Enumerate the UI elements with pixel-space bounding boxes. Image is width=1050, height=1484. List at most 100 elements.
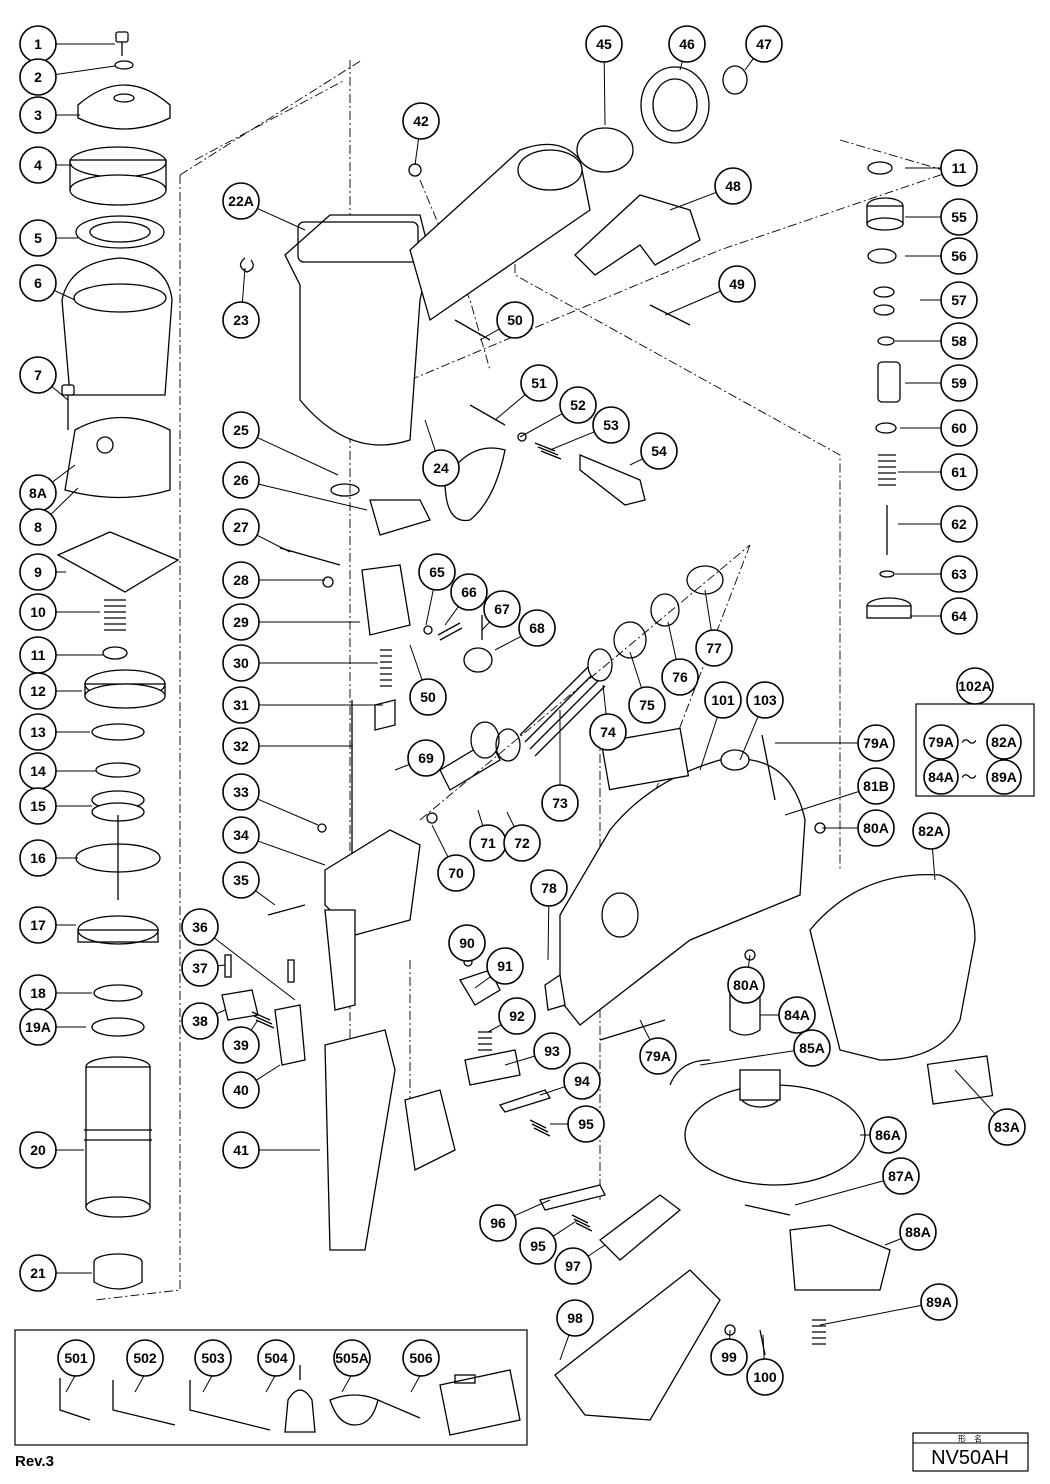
callout-8A: 8A xyxy=(19,474,57,512)
svg-text:95: 95 xyxy=(530,1238,546,1254)
callout-5: 5 xyxy=(19,219,57,257)
group-row-1-from: 79A xyxy=(923,724,959,760)
svg-text:45: 45 xyxy=(596,36,612,52)
svg-text:97: 97 xyxy=(565,1258,581,1274)
callout-73: 73 xyxy=(541,784,579,822)
leader-35 xyxy=(255,890,276,906)
leader-8A xyxy=(52,464,76,483)
svg-text:8: 8 xyxy=(34,519,42,535)
leader-kit-503 xyxy=(202,1373,214,1393)
leader-22A xyxy=(257,207,306,231)
leader-26 xyxy=(258,483,368,511)
svg-text:68: 68 xyxy=(529,620,545,636)
callout-35: 35 xyxy=(222,861,260,899)
callout-47: 47 xyxy=(745,25,783,63)
svg-text:53: 53 xyxy=(603,417,619,433)
kit-callout-501: 501 xyxy=(57,1339,95,1377)
label-102a: 102A xyxy=(956,667,994,705)
callout-38: 38 xyxy=(181,1002,219,1040)
kit-callout-506: 506 xyxy=(402,1339,440,1377)
leader-95 xyxy=(552,1219,579,1237)
leader-kit-501 xyxy=(65,1373,77,1393)
svg-text:40: 40 xyxy=(233,1082,249,1098)
leader-33 xyxy=(257,798,319,826)
model-name: NV50AH xyxy=(931,1447,1009,1469)
svg-text:4: 4 xyxy=(34,157,42,173)
svg-text:91: 91 xyxy=(497,958,513,974)
leader-100 xyxy=(762,1334,765,1360)
svg-text:103: 103 xyxy=(753,692,777,708)
svg-text:79A: 79A xyxy=(863,735,889,751)
svg-text:32: 32 xyxy=(233,738,249,754)
svg-text:63: 63 xyxy=(951,566,967,582)
callout-17: 17 xyxy=(19,906,57,944)
svg-text:66: 66 xyxy=(461,584,477,600)
svg-text:75: 75 xyxy=(639,697,655,713)
svg-text:1: 1 xyxy=(34,36,42,52)
group-row-1-sep: 〜 xyxy=(961,735,977,752)
kit-callout-502: 502 xyxy=(126,1339,164,1377)
leader-76 xyxy=(667,621,677,660)
svg-text:502: 502 xyxy=(133,1350,157,1366)
svg-text:61: 61 xyxy=(951,464,967,480)
callout-85A: 85A xyxy=(793,1029,831,1067)
leader-50 xyxy=(409,644,423,681)
callout-31: 31 xyxy=(222,686,260,724)
callout-76: 76 xyxy=(661,658,699,696)
svg-text:24: 24 xyxy=(433,460,449,476)
svg-text:102A: 102A xyxy=(958,678,991,694)
svg-text:79A: 79A xyxy=(928,734,954,750)
callout-88A: 88A xyxy=(899,1213,937,1251)
leader-34 xyxy=(257,840,326,866)
svg-text:64: 64 xyxy=(951,608,967,624)
svg-text:93: 93 xyxy=(544,1043,560,1059)
group-row-1-to: 82A xyxy=(986,724,1022,760)
leader-kit-505A xyxy=(341,1373,353,1393)
svg-text:101: 101 xyxy=(711,692,735,708)
callout-78: 78 xyxy=(530,869,568,907)
callout-97: 97 xyxy=(554,1247,592,1285)
callout-67: 67 xyxy=(483,590,521,628)
callout-28: 28 xyxy=(222,561,260,599)
svg-text:11: 11 xyxy=(952,160,967,176)
leader-93 xyxy=(504,1055,535,1066)
leader-70 xyxy=(431,824,449,858)
svg-text:36: 36 xyxy=(192,919,208,935)
callout-42: 42 xyxy=(402,102,440,140)
leader-69 xyxy=(394,764,410,771)
svg-text:69: 69 xyxy=(418,750,434,766)
callout-93: 93 xyxy=(533,1032,571,1070)
callout-70: 70 xyxy=(437,854,475,892)
group-row-2-from: 84A xyxy=(923,759,959,795)
callout-99: 99 xyxy=(710,1338,748,1376)
callout-94: 94 xyxy=(563,1062,601,1100)
leader-91 xyxy=(474,976,491,989)
callout-46: 46 xyxy=(668,25,706,63)
svg-text:50: 50 xyxy=(420,689,436,705)
svg-text:82A: 82A xyxy=(918,823,944,839)
model-header: 形 名 xyxy=(958,1434,982,1444)
callout-90: 90 xyxy=(448,924,486,962)
svg-text:501: 501 xyxy=(64,1350,88,1366)
svg-text:5: 5 xyxy=(34,230,42,246)
callout-69: 69 xyxy=(407,739,445,777)
callout-22A: 22A xyxy=(222,182,260,220)
callout-80A: 80A xyxy=(857,809,895,847)
svg-text:84A: 84A xyxy=(928,769,954,785)
leader-8 xyxy=(50,487,79,515)
svg-text:98: 98 xyxy=(567,1310,583,1326)
leader-85A xyxy=(699,1050,795,1066)
callout-95: 95 xyxy=(519,1227,557,1265)
callout-75: 75 xyxy=(628,686,666,724)
callout-13: 13 xyxy=(19,713,57,751)
svg-text:89A: 89A xyxy=(991,769,1017,785)
svg-text:56: 56 xyxy=(951,248,967,264)
leader-92 xyxy=(487,1024,502,1033)
svg-text:84A: 84A xyxy=(784,1007,810,1023)
callout-15: 15 xyxy=(19,787,57,825)
svg-text:10: 10 xyxy=(30,604,46,620)
leader-2 xyxy=(55,65,116,75)
callout-82A: 82A xyxy=(912,812,950,850)
leader-47 xyxy=(744,58,754,71)
callout-95: 95 xyxy=(567,1105,605,1143)
